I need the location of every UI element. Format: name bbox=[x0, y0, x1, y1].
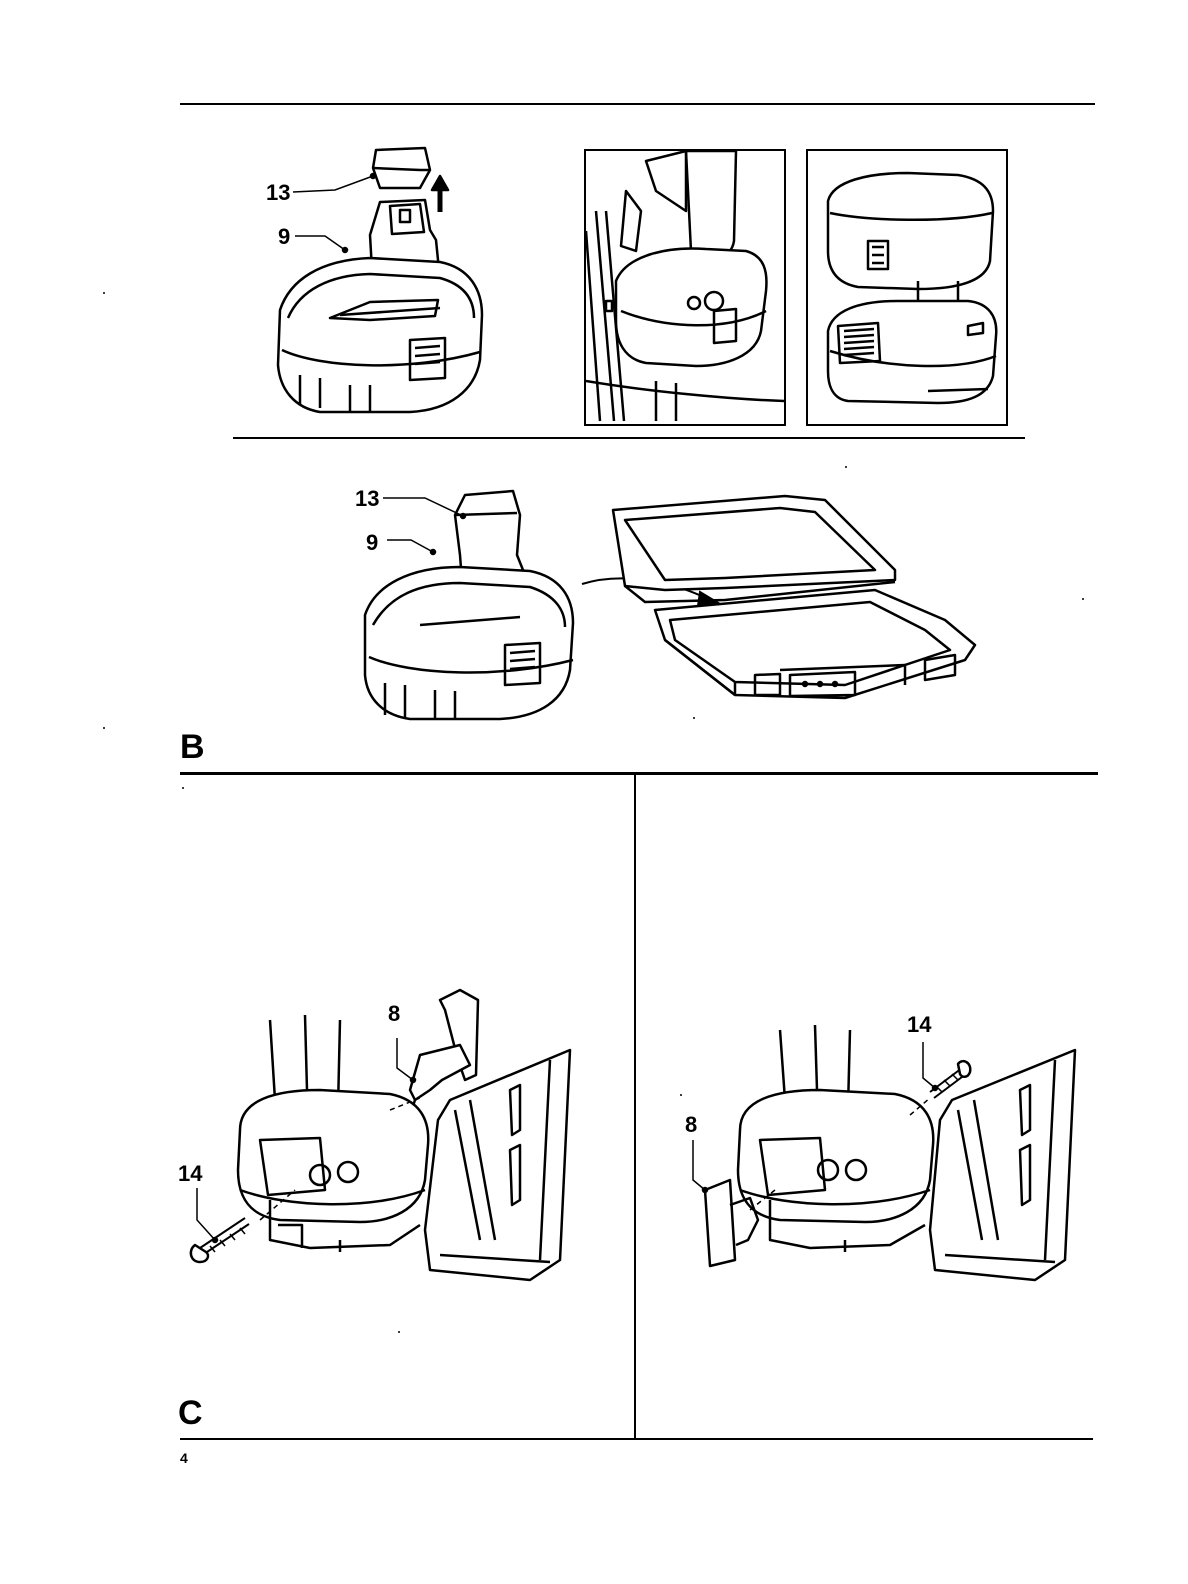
photo-drill-battery-installed bbox=[584, 149, 786, 426]
section-label-b: B bbox=[180, 730, 205, 764]
section-b-rule bbox=[180, 772, 1098, 775]
fig2-leader-lines bbox=[375, 490, 475, 560]
callout-9-fig1: 9 bbox=[278, 226, 290, 248]
callout-9-fig2: 9 bbox=[366, 532, 378, 554]
callout-13-fig2: 13 bbox=[355, 488, 379, 510]
top-rule bbox=[180, 103, 1095, 105]
scan-speck bbox=[693, 717, 695, 719]
section-c-rule bbox=[180, 1438, 1093, 1440]
column-divider bbox=[634, 774, 636, 1439]
callout-14-c-right: 14 bbox=[907, 1014, 931, 1036]
callout-8-c-left: 8 bbox=[388, 1003, 400, 1025]
scan-speck bbox=[845, 466, 847, 468]
section-label-c: C bbox=[178, 1396, 203, 1430]
scan-speck bbox=[182, 787, 184, 789]
scan-speck bbox=[1082, 598, 1084, 600]
fig1-leader-lines bbox=[285, 170, 395, 260]
scan-speck bbox=[103, 727, 105, 729]
callout-13-fig1: 13 bbox=[266, 182, 290, 204]
callout-8-c-right: 8 bbox=[685, 1114, 697, 1136]
c-right-leader-lines bbox=[685, 1030, 945, 1200]
storage-case-illustration bbox=[605, 490, 985, 710]
page-number: 4 bbox=[180, 1451, 188, 1465]
scan-speck bbox=[680, 1094, 682, 1096]
mid-rule-a bbox=[233, 437, 1025, 439]
c-left-leader-lines bbox=[185, 1020, 425, 1260]
scan-speck bbox=[103, 292, 105, 294]
photo-battery-on-charger bbox=[806, 149, 1008, 426]
callout-14-c-left: 14 bbox=[178, 1163, 202, 1185]
scan-speck bbox=[398, 1331, 400, 1333]
